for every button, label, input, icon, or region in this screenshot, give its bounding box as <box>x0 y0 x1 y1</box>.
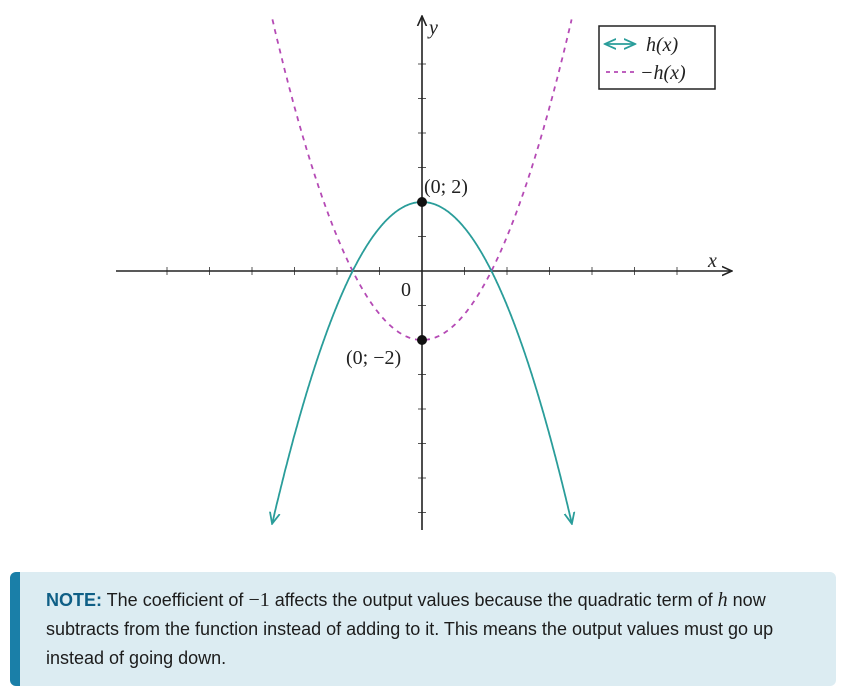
quadratic-plot: (0; 2) (0; −2) x y 0 h(x) −h(x) <box>116 0 844 530</box>
note-text-3: now subtracts from the function instead … <box>46 590 774 668</box>
legend-label-neg-h: −h(x) <box>640 62 686 84</box>
point-label-0-2: (0; 2) <box>424 176 468 198</box>
point-0-2 <box>417 197 427 207</box>
note-text-1: The coefficient of <box>102 590 249 610</box>
y-axis-label: y <box>427 17 438 39</box>
x-axis-label: x <box>707 250 717 272</box>
note-box: NOTE: The coefficient of −1 affects the … <box>10 572 836 686</box>
note-math-h: h <box>717 589 728 611</box>
note-math-coefficient: −1 <box>248 589 270 611</box>
legend: h(x) −h(x) <box>598 25 716 90</box>
origin-label: 0 <box>401 279 411 301</box>
legend-label-h: h(x) <box>646 34 679 56</box>
note-text-2: affects the output values because the qu… <box>269 590 718 610</box>
point-label-0-neg2: (0; −2) <box>346 347 401 369</box>
legend-box <box>598 25 716 90</box>
point-0-neg2 <box>417 335 427 345</box>
note-label: NOTE: <box>46 590 102 610</box>
